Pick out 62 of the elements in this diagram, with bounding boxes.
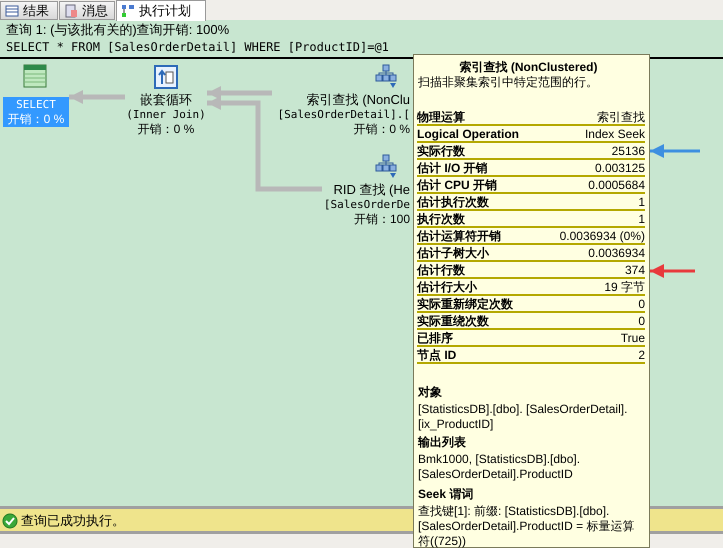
property-name: Logical Operation — [417, 127, 520, 141]
operator-name: SELECT — [15, 98, 57, 112]
data-flow-arrow — [69, 90, 125, 104]
section-heading: Seek 谓词 — [418, 487, 474, 502]
property-value: 2 — [638, 348, 645, 362]
cost-label: 开销：0 % — [6, 112, 66, 126]
property-value: 374 — [624, 263, 645, 277]
property-value: 19 字节 — [604, 280, 645, 294]
property-name: 实际重绕次数 — [417, 314, 489, 328]
operator-name: 索引查找 (NonClu — [306, 92, 410, 108]
tooltip-panel — [413, 54, 650, 548]
pointer-arrow — [650, 264, 695, 278]
operator-detail: (Inner Join) — [125, 108, 207, 122]
plan-operator — [3, 62, 69, 126]
cost-label: 开销：0 % — [136, 122, 196, 136]
tab: 结果 — [0, 1, 58, 20]
property-value: Index Seek — [584, 127, 645, 141]
data-flow-arrow — [207, 96, 322, 192]
operator-name: 嵌套循环 — [139, 92, 193, 108]
cost-label: 开销：0 % — [352, 122, 410, 136]
property-value: 0 — [638, 297, 645, 311]
property-name: 实际行数 — [417, 144, 465, 158]
cost-label: 开销：100 — [352, 212, 410, 226]
data-flow-arrow — [207, 86, 272, 100]
property-name: 估计 I/O 开销 — [417, 161, 488, 175]
property-name: 估计行数 — [417, 263, 465, 277]
tooltip-description: 扫描非聚集索引中特定范围的行。 — [418, 75, 599, 90]
property-value: True — [620, 331, 645, 345]
property-name: 估计执行次数 — [417, 195, 489, 209]
tooltip-title: 索引查找 (NonClustered) — [458, 60, 598, 75]
property-name: 估计子树大小 — [417, 246, 489, 260]
property-name: 估计运算符开销 — [417, 229, 501, 243]
property-value: 0.003125 — [594, 161, 645, 175]
property-name: 已排序 — [417, 331, 453, 345]
tab: 执行计划 — [116, 0, 206, 21]
query-header: 查询 1: (与该批有关的)查询开销: 100% — [6, 23, 230, 37]
operator-detail: [SalesOrderDetail].[ — [276, 108, 410, 122]
property-value: 0.0036934 (0%) — [560, 229, 645, 243]
property-value: 25136 — [612, 144, 645, 158]
section-heading: 对象 — [418, 385, 443, 400]
pointer-arrow — [650, 144, 700, 158]
property-name: 估计 CPU 开销 — [417, 178, 498, 192]
operator-detail: [SalesOrderDe — [322, 198, 410, 212]
property-name: 执行次数 — [417, 212, 465, 226]
property-name: 实际重新绑定次数 — [417, 297, 513, 311]
section-heading: 输出列表 — [418, 435, 467, 450]
property-name: 估计行大小 — [417, 280, 477, 294]
property-value: 0.0036934 — [588, 246, 645, 260]
property-value: 1 — [638, 195, 645, 209]
section-text: [StatisticsDB].[dbo]. [SalesOrderDetail].[ix_ProductID] — [418, 402, 628, 432]
property-value: 1 — [638, 212, 645, 226]
section-text: Bmk1000, [StatisticsDB].[dbo]. [SalesOrderDetail].ProductID — [418, 452, 582, 482]
sql-statement: SELECT * FROM [SalesOrderDetail] WHERE [ProductID]=@1 — [6, 40, 389, 54]
section-text: 查找键[1]: 前缀: [StatisticsDB].[dbo]. [SalesOrderDetail].ProductID = 标量运算符((725)) — [418, 504, 636, 548]
tab: 消息 — [59, 1, 115, 20]
status-message: 查询已成功执行。 — [21, 514, 125, 528]
operator-name: RID 查找 (He — [332, 182, 410, 198]
property-value: 0.0005684 — [588, 178, 645, 192]
property-name: 节点 ID — [417, 348, 456, 362]
property-name: 物理运算 — [417, 110, 465, 124]
property-value: 索引查找 — [597, 110, 645, 124]
property-value: 0 — [638, 314, 645, 328]
